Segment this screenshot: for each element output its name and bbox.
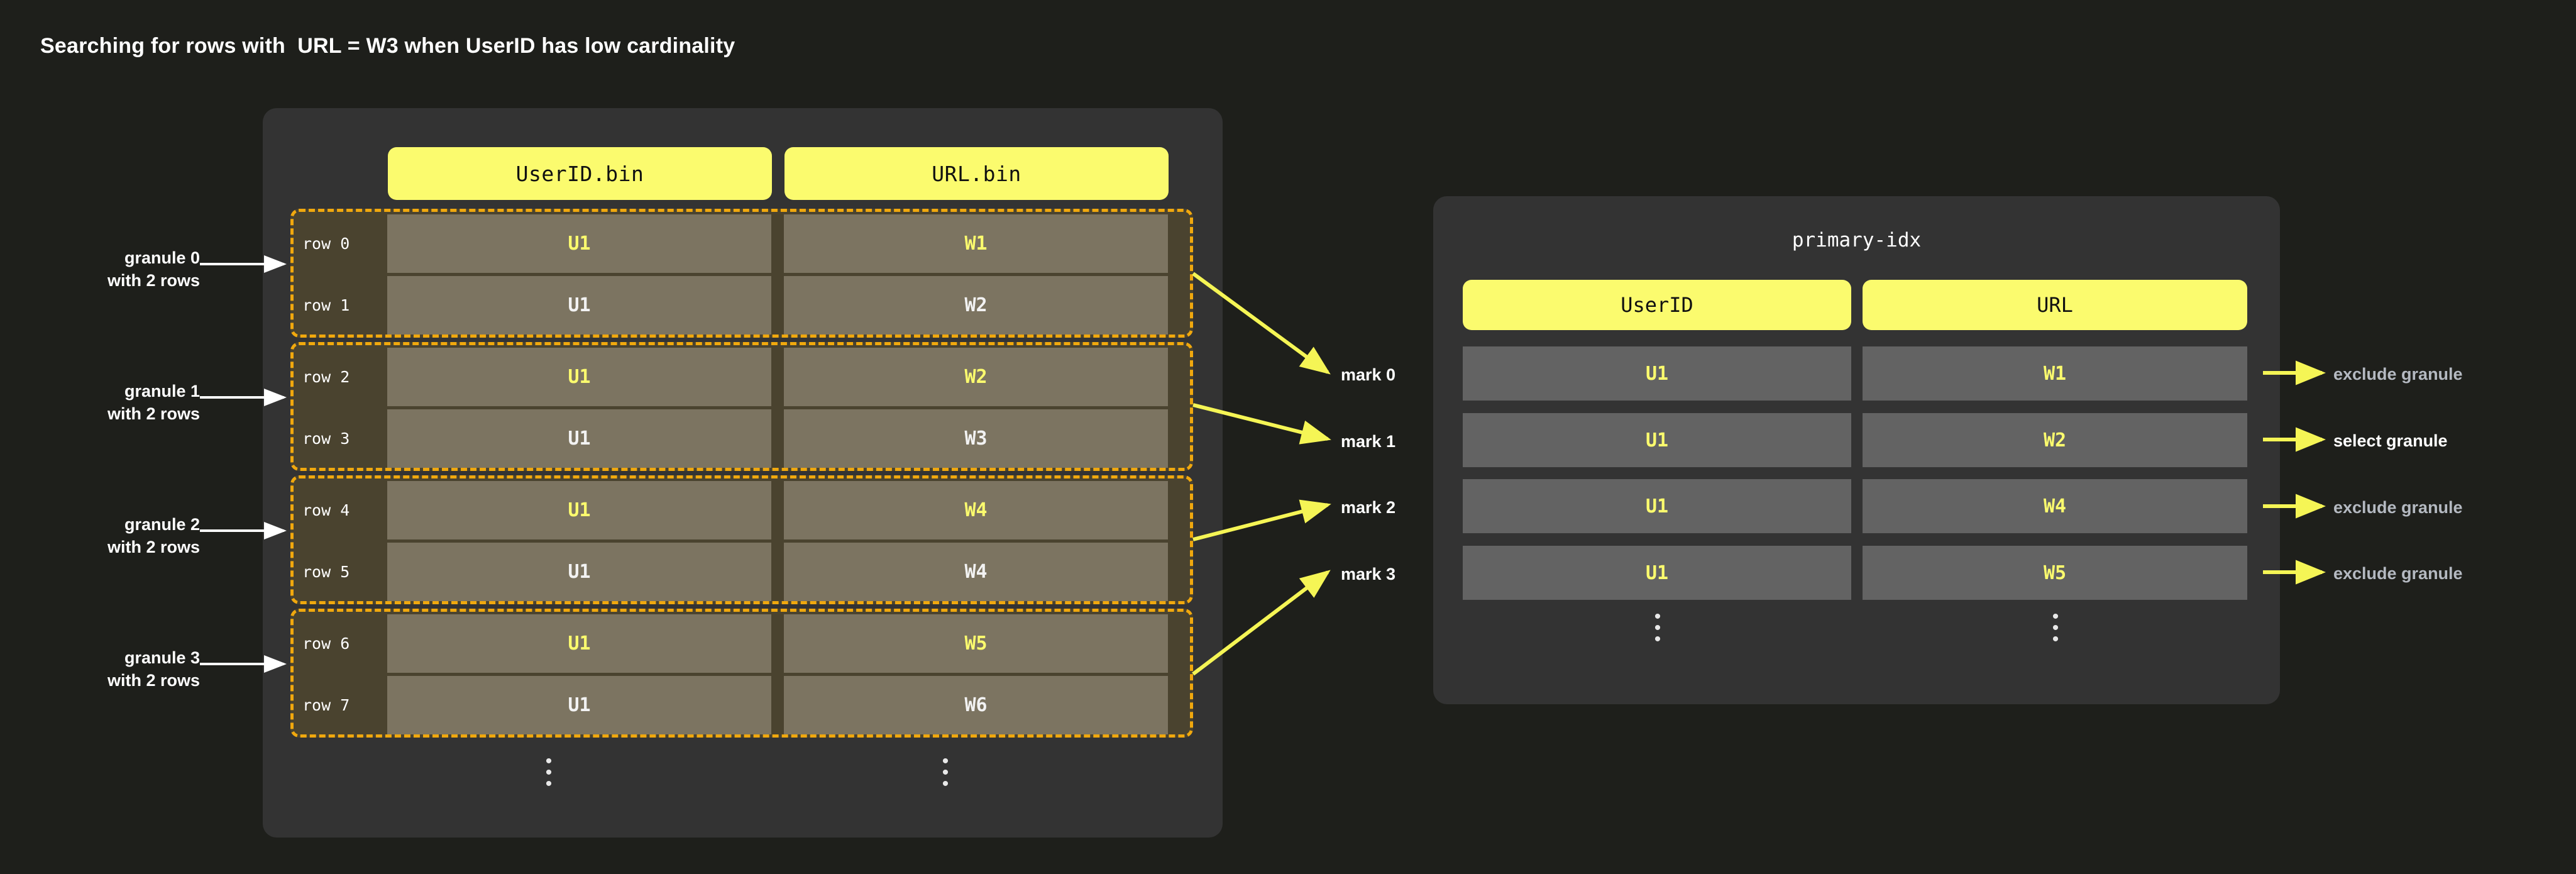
cell-userid: U1: [387, 409, 771, 468]
page-title: Searching for rows with URL = W3 when Us…: [40, 34, 735, 58]
cell-url: W6: [784, 676, 1168, 734]
row-label: row 4: [302, 501, 350, 519]
cell-url: W2: [784, 348, 1168, 406]
cell-userid: U1: [387, 614, 771, 673]
row-label: row 5: [302, 563, 350, 581]
dot: •: [2052, 629, 2059, 650]
cell-userid: U1: [387, 481, 771, 539]
granule-note-1: granule 1 with 2 rows: [11, 380, 200, 425]
cell-userid: U1: [387, 676, 771, 734]
index-cell-url: W5: [1863, 546, 2247, 600]
mark-label-3: mark 3: [1341, 565, 1396, 584]
verdict-label-granule-0: exclude granule: [2333, 365, 2463, 384]
table-row: row 1 U1 W2: [294, 276, 1190, 335]
dot: •: [1654, 629, 1661, 650]
row-label: row 0: [302, 235, 350, 253]
cell-userid: U1: [387, 276, 771, 335]
row-label: row 7: [302, 696, 350, 714]
index-cell-url: W2: [1863, 413, 2247, 467]
dot: •: [545, 751, 553, 772]
primary-index-panel: primary-idx UserID URL U1 W1 U1 W2 U1 W4…: [1433, 196, 2280, 704]
cell-url: W3: [784, 409, 1168, 468]
column-header-userid-bin: UserID.bin: [388, 147, 772, 200]
index-column-header-url: URL: [1863, 280, 2247, 330]
granule-note-line-1: granule 0 with 2 rows: [107, 248, 200, 290]
cell-url: W5: [784, 614, 1168, 673]
verdict-label-granule-3: exclude granule: [2333, 564, 2463, 583]
index-column-header-userid: UserID: [1463, 280, 1851, 330]
index-cell-url: W1: [1863, 346, 2247, 401]
dot: •: [942, 762, 949, 783]
table-row: row 0 U1 W1: [294, 214, 1190, 273]
ellipsis-index-userid-column: • • •: [1648, 606, 1667, 650]
granule-box-3[interactable]: row 6 U1 W5 row 7 U1 W6: [290, 609, 1193, 738]
table-row: row 7 U1 W6: [294, 676, 1190, 734]
table-row: row 3 U1 W3: [294, 409, 1190, 468]
dot: •: [2052, 617, 2059, 638]
granule-note-0: granule 0 with 2 rows: [11, 246, 200, 292]
dot: •: [2052, 606, 2059, 627]
index-cell-userid: U1: [1463, 479, 1851, 533]
row-label: row 1: [302, 296, 350, 314]
dot: •: [1654, 606, 1661, 627]
row-label: row 3: [302, 429, 350, 448]
cell-url: W4: [784, 481, 1168, 539]
cell-url: W2: [784, 276, 1168, 335]
granule-note-2: granule 2 with 2 rows: [11, 513, 200, 558]
mark-label-2: mark 2: [1341, 498, 1396, 517]
data-parts-panel: UserID.bin URL.bin row 0 U1 W1 row 1 U1 …: [263, 108, 1223, 838]
mark-label-0: mark 0: [1341, 365, 1396, 384]
dot: •: [942, 773, 949, 794]
ellipsis-url-column: • • •: [936, 751, 955, 794]
table-row: row 5 U1 W4: [294, 543, 1190, 601]
granule-note-line-1: granule 1 with 2 rows: [107, 382, 200, 424]
granule-box-0[interactable]: row 0 U1 W1 row 1 U1 W2: [290, 209, 1193, 338]
cell-url: W4: [784, 543, 1168, 601]
table-row: row 4 U1 W4: [294, 481, 1190, 539]
primary-index-title: primary-idx: [1792, 229, 1922, 252]
verdict-label-granule-1: select granule: [2333, 431, 2448, 450]
dot: •: [942, 751, 949, 772]
row-label: row 6: [302, 634, 350, 653]
index-cell-userid: U1: [1463, 346, 1851, 401]
index-cell-userid: U1: [1463, 546, 1851, 600]
dot: •: [1654, 617, 1661, 638]
verdict-label-granule-2: exclude granule: [2333, 498, 2463, 517]
cell-userid: U1: [387, 348, 771, 406]
ellipsis-userid-column: • • •: [539, 751, 558, 794]
table-row: row 2 U1 W2: [294, 348, 1190, 406]
granule-box-1[interactable]: row 2 U1 W2 row 3 U1 W3: [290, 342, 1193, 471]
index-cell-url: W4: [1863, 479, 2247, 533]
granule-note-line-1: granule 2 with 2 rows: [107, 515, 200, 557]
ellipsis-index-url-column: • • •: [2046, 606, 2065, 650]
cell-userid: U1: [387, 214, 771, 273]
column-header-url-bin: URL.bin: [784, 147, 1169, 200]
row-label: row 2: [302, 368, 350, 386]
dot: •: [545, 762, 553, 783]
mark-label-1: mark 1: [1341, 432, 1396, 451]
table-row: row 6 U1 W5: [294, 614, 1190, 673]
granule-box-2[interactable]: row 4 U1 W4 row 5 U1 W4: [290, 475, 1193, 604]
granule-note-3: granule 3 with 2 rows: [11, 646, 200, 692]
granule-note-line-1: granule 3 with 2 rows: [107, 648, 200, 690]
dot: •: [545, 773, 553, 794]
index-cell-userid: U1: [1463, 413, 1851, 467]
cell-userid: U1: [387, 543, 771, 601]
cell-url: W1: [784, 214, 1168, 273]
